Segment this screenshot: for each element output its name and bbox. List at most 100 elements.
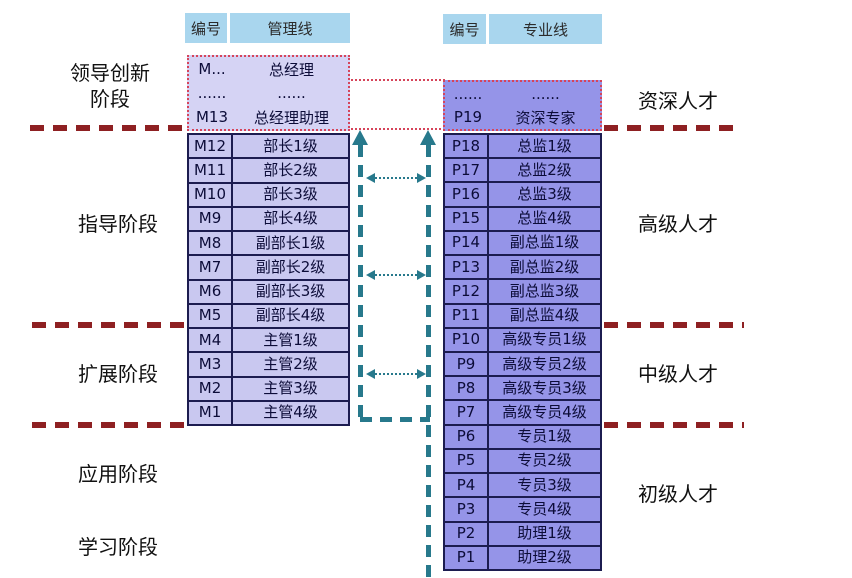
level-code-cell: P5 (445, 449, 487, 473)
level-code-cell: M2 (189, 377, 231, 400)
management-code-header: 编号 (185, 13, 227, 43)
level-code-cell: M8 (189, 232, 231, 255)
promotion-path-left-line (358, 145, 363, 422)
stage-divider-low-left (32, 422, 188, 428)
arrow-left-icon (366, 369, 375, 379)
stage-label-guiding: 指导阶段 (78, 212, 158, 236)
level-code-cell: P15 (445, 207, 487, 230)
topbox-connector-upper (348, 79, 445, 81)
level-title-cell: 总经理 (268, 60, 314, 79)
level-title-cell: 总监1级 (489, 135, 600, 158)
level-title-cell: 专员2级 (489, 449, 600, 473)
level-code-cell: P13 (445, 256, 487, 279)
level-code-cell: M3 (189, 353, 231, 376)
level-title-cell: 主管4级 (233, 401, 348, 424)
level-code-cell: M6 (189, 280, 231, 303)
level-title-cell: 主管3级 (233, 377, 348, 400)
stage-divider-top-left (30, 125, 188, 131)
professional-top-box: ............ P19 资深专家 (443, 80, 602, 131)
level-title-cell: 专员1级 (489, 425, 600, 448)
level-title-cell: 部长4级 (233, 207, 348, 230)
talent-label-junior: 初级人才 (638, 482, 718, 506)
arrow-right-icon (417, 270, 426, 280)
track-transfer-arrow-top (366, 173, 426, 183)
stage-divider-mid-left (32, 322, 188, 328)
talent-label-intermediate: 中级人才 (638, 362, 718, 386)
level-title-cell: 副总监1级 (489, 231, 600, 255)
stage-divider-top-right (604, 125, 740, 131)
level-title-cell: 副总监3级 (489, 280, 600, 303)
level-title-cell: 部长1级 (233, 135, 348, 158)
talent-label-senior: 资深人才 (638, 89, 718, 113)
track-transfer-arrow-middle (366, 270, 426, 280)
level-code-cell: P7 (445, 401, 487, 424)
level-title-cell: 总经理助理 (253, 108, 329, 127)
level-title-cell: 副部长2级 (233, 256, 348, 279)
level-code-cell: P14 (445, 231, 487, 255)
stage-divider-low-right (604, 422, 744, 428)
level-code-cell: P12 (445, 280, 487, 303)
level-code-cell: M9 (189, 207, 231, 230)
level-code-cell: M7 (189, 256, 231, 279)
level-code-cell: M5 (189, 304, 231, 327)
level-title-cell: 副部长4级 (233, 304, 348, 327)
level-code-cell: M1 (189, 401, 231, 424)
level-code-cell: P8 (445, 377, 487, 400)
stage-divider-mid-right (604, 322, 744, 328)
level-title-cell: 高级专员1级 (489, 328, 600, 351)
track-transfer-arrow-bottom (366, 369, 426, 379)
level-title-cell: 专员4级 (489, 498, 600, 521)
level-title-cell: 主管2级 (233, 353, 348, 376)
level-title-cell: 副总监4级 (489, 304, 600, 327)
level-code-cell: ...... (197, 84, 227, 102)
arrow-right-icon (417, 369, 426, 379)
level-code-cell: M12 (189, 135, 231, 158)
level-title-cell: 总监3级 (489, 183, 600, 206)
level-code-cell: P11 (445, 304, 487, 327)
level-code-cell: M10 (189, 183, 231, 206)
level-title-cell: 总监4级 (489, 207, 600, 230)
promotion-arrow-up-left-icon (352, 130, 368, 145)
promotion-path-bottom-line (360, 417, 430, 422)
level-title-cell: 资深专家 (515, 108, 576, 127)
professional-code-header: 编号 (443, 14, 486, 44)
level-title-cell: 高级专员4级 (489, 401, 600, 424)
level-code-cell: P17 (445, 159, 487, 182)
level-title-cell: 高级专员2级 (489, 352, 600, 376)
level-code-cell: P10 (445, 328, 487, 351)
level-code-cell: ...... (453, 84, 483, 103)
stage-label-learning: 学习阶段 (78, 535, 158, 559)
topbox-connector-lower (348, 128, 445, 130)
level-title-cell: 高级专员3级 (489, 377, 600, 400)
arrow-left-icon (366, 173, 375, 183)
level-code-cell: P4 (445, 474, 487, 497)
stage-label-leading: 领导创新 阶段 (70, 61, 150, 111)
level-title-cell: 总监2级 (489, 159, 600, 182)
professional-track-header: 专业线 (489, 14, 602, 44)
level-title-cell: ...... (531, 84, 560, 103)
level-code-cell: M11 (189, 159, 231, 182)
stage-label-applying: 应用阶段 (78, 462, 158, 486)
promotion-path-right-line (426, 145, 431, 578)
management-track-header: 管理线 (230, 13, 350, 43)
level-code-cell: P6 (445, 425, 487, 448)
level-title-cell: 部长2级 (233, 159, 348, 182)
promotion-arrow-up-right-icon (420, 130, 436, 145)
level-title-cell: ...... (277, 84, 306, 102)
level-title-cell: 专员3级 (489, 474, 600, 497)
level-title-cell: 部长3级 (233, 183, 348, 206)
arrow-right-icon (417, 173, 426, 183)
level-code-cell: P19 (453, 108, 483, 127)
level-title-cell: 副总监2级 (489, 256, 600, 279)
level-title-cell: 主管1级 (233, 329, 348, 352)
level-title-cell: 助理1级 (489, 522, 600, 545)
level-code-cell: P16 (445, 183, 487, 206)
level-code-cell: P1 (445, 546, 487, 569)
level-code-cell: M4 (189, 329, 231, 352)
level-code-cell: M... (198, 60, 226, 78)
level-code-cell: P9 (445, 352, 487, 376)
